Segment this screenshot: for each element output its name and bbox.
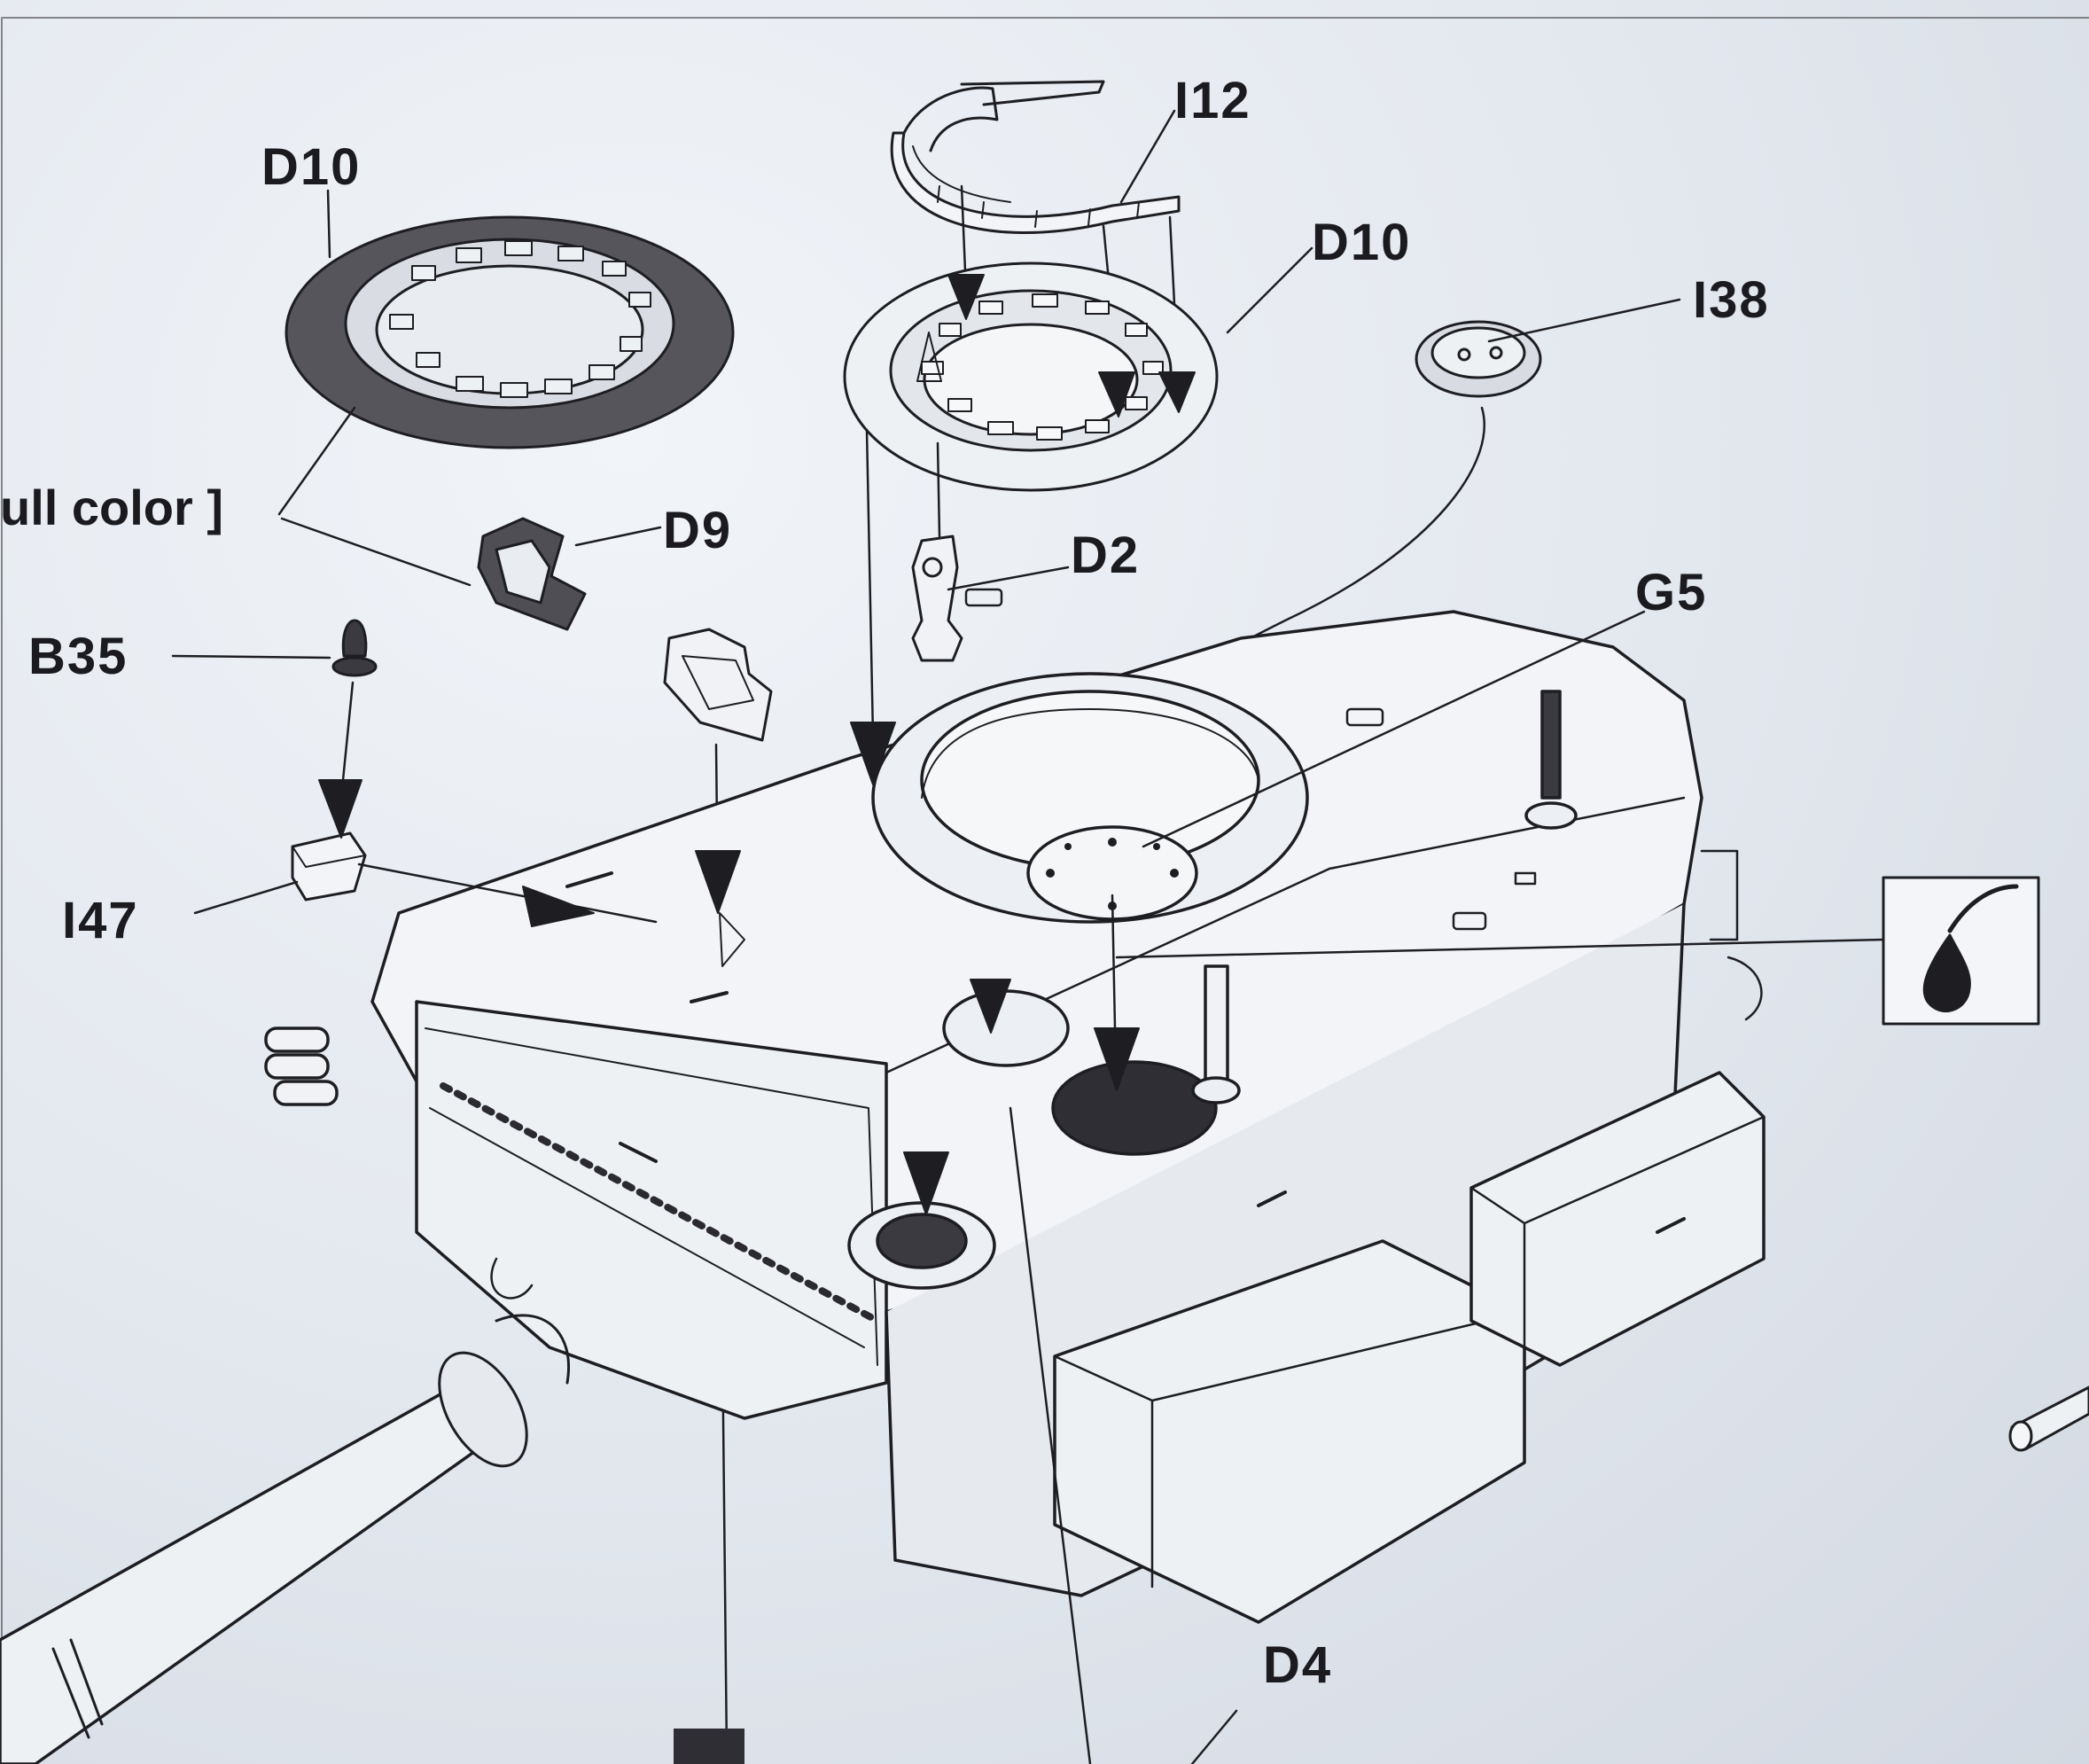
turret-body	[264, 588, 1766, 1624]
label-g5: G5	[1635, 564, 1708, 621]
part-right-edge	[2008, 1385, 2089, 1452]
part-d9-upper	[477, 517, 587, 631]
label-d4: D4	[1263, 1636, 1333, 1694]
leader-lines	[171, 109, 1916, 1764]
fitting-arrows	[318, 274, 1196, 1215]
paint-drop-icon	[1882, 876, 2040, 1026]
part-bottom-edge	[674, 1729, 744, 1764]
label-b35: B35	[28, 628, 129, 685]
label-d10-left: D10	[261, 138, 362, 196]
d2-guide-line	[936, 441, 941, 538]
part-d2	[911, 535, 963, 662]
note-full-color: ull color ]	[0, 480, 223, 535]
part-d9-lower	[663, 628, 773, 742]
part-i47	[291, 831, 367, 902]
part-i38-disc	[1415, 320, 1542, 398]
part-b35	[331, 619, 378, 677]
part-d10-ring-right	[843, 261, 1219, 492]
label-d9: D9	[663, 502, 733, 559]
b35-guide-line	[339, 681, 355, 800]
label-i12: I12	[1174, 72, 1251, 129]
part-d10-ring-left	[285, 215, 735, 449]
label-i47: I47	[62, 892, 139, 949]
page-border	[1, 17, 2089, 1764]
label-d10-right: D10	[1312, 214, 1412, 271]
part-i12-hatch-ring	[890, 80, 1181, 234]
label-d2: D2	[1071, 527, 1141, 584]
label-i38: I38	[1693, 271, 1770, 329]
gun-barrel	[0, 1314, 570, 1764]
